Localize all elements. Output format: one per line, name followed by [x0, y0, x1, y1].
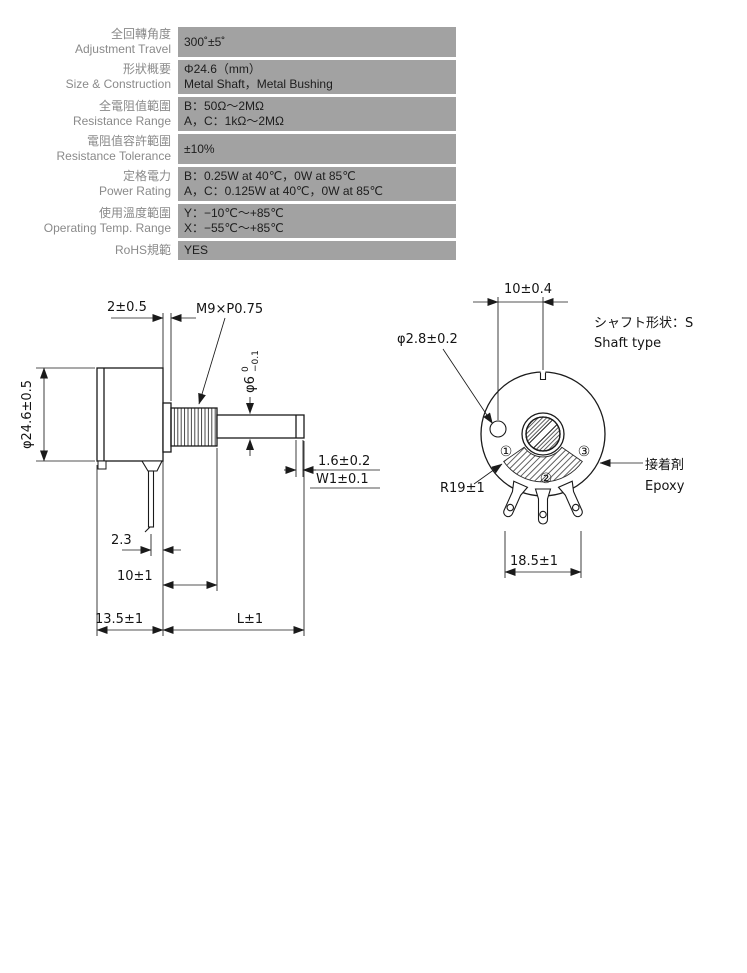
- dim-collar: 2±0.5: [107, 300, 147, 315]
- epoxy-label-en: Epoxy: [645, 479, 685, 494]
- dim-body-diameter: φ24.6±0.5: [20, 380, 35, 449]
- table-row: RoHS規範 YES: [0, 241, 456, 260]
- terminal-side: [141, 460, 163, 472]
- shaft: [216, 414, 305, 439]
- row-label: RoHS規範: [114, 243, 171, 257]
- terminal-3: [557, 480, 583, 518]
- dim-pin-offset: 10±0.4: [504, 282, 552, 297]
- terminal-number-1: ①: [500, 444, 513, 460]
- row-value: 300˚±5˚: [178, 27, 456, 57]
- terminal-hole: [571, 503, 580, 512]
- terminal-2: [534, 488, 552, 525]
- locating-pin: [489, 420, 507, 438]
- row-value: YES: [178, 241, 456, 260]
- terminal-number-2: ②: [540, 471, 553, 487]
- dim-radius: R19±1: [440, 481, 485, 496]
- row-value: ±10%: [178, 134, 456, 164]
- front-view: [480, 370, 606, 525]
- dim-terminal-offset: 2.3: [111, 533, 132, 548]
- dim-pin-diameter: φ2.8±0.2: [397, 332, 458, 347]
- dim-shaft-length: L±1: [237, 612, 263, 627]
- side-view-dimensions: φ24.6±0.5 2±0.5 M9×P0.75 φ6 0 −0.1: [20, 300, 380, 636]
- dim-bushing-length: 10±1: [117, 569, 153, 584]
- dim-slot-depth: 1.6±0.2: [318, 454, 370, 469]
- dim-slot-width: W1±0.1: [316, 472, 369, 487]
- shaft-shape-label-en: Shaft type: [594, 336, 661, 351]
- terminal-hole: [506, 503, 515, 512]
- thread-spec: M9×P0.75: [196, 302, 263, 317]
- side-view: [96, 367, 305, 533]
- threaded-bushing: [170, 407, 218, 447]
- top-notch: [539, 372, 547, 381]
- shaft-tol-lower: −0.1: [251, 350, 261, 372]
- epoxy-label-jp: 接着剤: [645, 457, 684, 473]
- shaft-shape-label-jp: シャフト形状：S: [594, 316, 693, 331]
- front-view-dimensions: ① ② ③ 10±0.4 φ2.8±0.2 シャフト形状：S Shaft typ…: [397, 282, 693, 578]
- epoxy-area: [503, 446, 583, 483]
- dim-terminal-span: 18.5±1: [510, 554, 558, 569]
- bushing-collar: [162, 402, 172, 453]
- terminal-number-3: ③: [578, 444, 591, 460]
- dim-body-length: 13.5±1: [95, 612, 143, 627]
- dim-shaft-diameter: φ6: [243, 376, 258, 393]
- terminal-hole: [539, 510, 547, 519]
- row-value: Φ24.6（mm）Metal Shaft，Metal Bushing: [178, 60, 456, 94]
- shaft-tol-upper: 0: [241, 366, 251, 372]
- terminal-1: [503, 480, 529, 518]
